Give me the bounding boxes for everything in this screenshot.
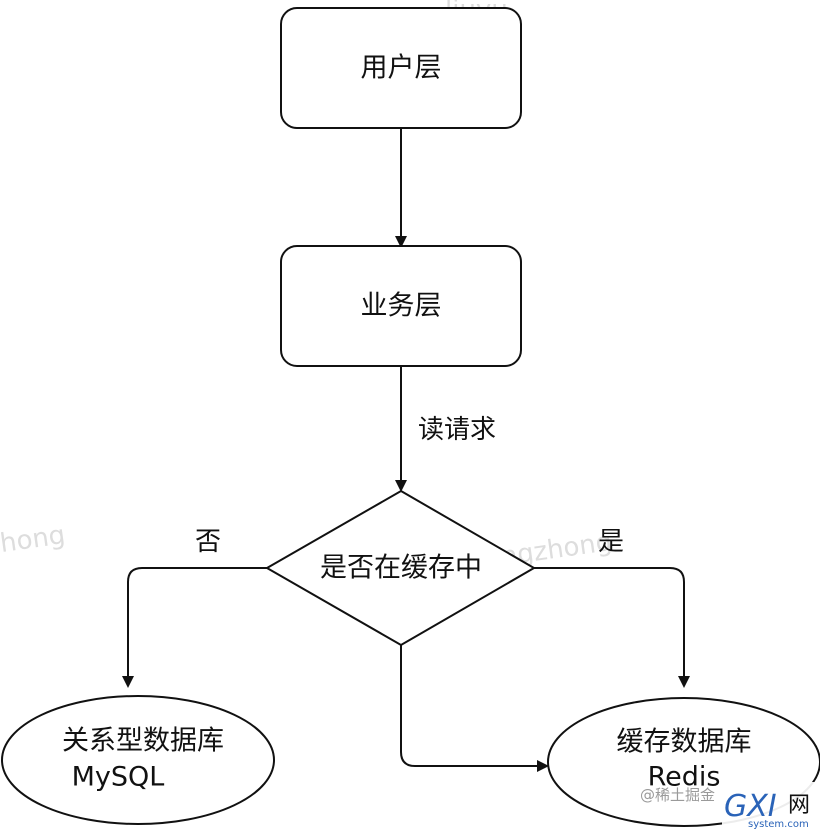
watermark-source: @稀土掘金 <box>640 786 715 804</box>
site-logo-net: 网 <box>788 793 810 818</box>
node-business-layer-label: 业务层 <box>361 291 442 322</box>
node-relational-db-line2: MySQL <box>72 762 165 793</box>
node-user-layer <box>280 7 522 129</box>
site-logo-gxi: GXI <box>724 789 777 824</box>
node-cache-check-label: 是否在缓存中 <box>320 553 482 584</box>
edge-no-branch <box>122 567 267 688</box>
edge-label-no: 否 <box>195 527 221 557</box>
node-business-layer <box>280 245 522 367</box>
node-relational-db-line1: 关系型数据库 <box>62 726 224 757</box>
edge-label-read-request: 读请求 <box>418 415 496 445</box>
site-logo-background <box>722 782 820 830</box>
node-user-layer-label: 用户层 <box>361 53 442 84</box>
node-cache-db-line1: 缓存数据库 <box>617 727 752 758</box>
node-cache-check-diamond <box>264 489 536 647</box>
watermark-left: hong <box>0 520 67 559</box>
node-cache-db-line2: Redis <box>648 762 721 793</box>
edge-yes-branch <box>534 567 690 688</box>
edge-check-to-cache <box>400 645 549 772</box>
site-logo: GXI 网 system.com <box>722 782 820 830</box>
node-relational-db <box>1 695 275 825</box>
edge-label-yes: 是 <box>598 527 624 557</box>
site-logo-domain: system.com <box>748 819 809 830</box>
